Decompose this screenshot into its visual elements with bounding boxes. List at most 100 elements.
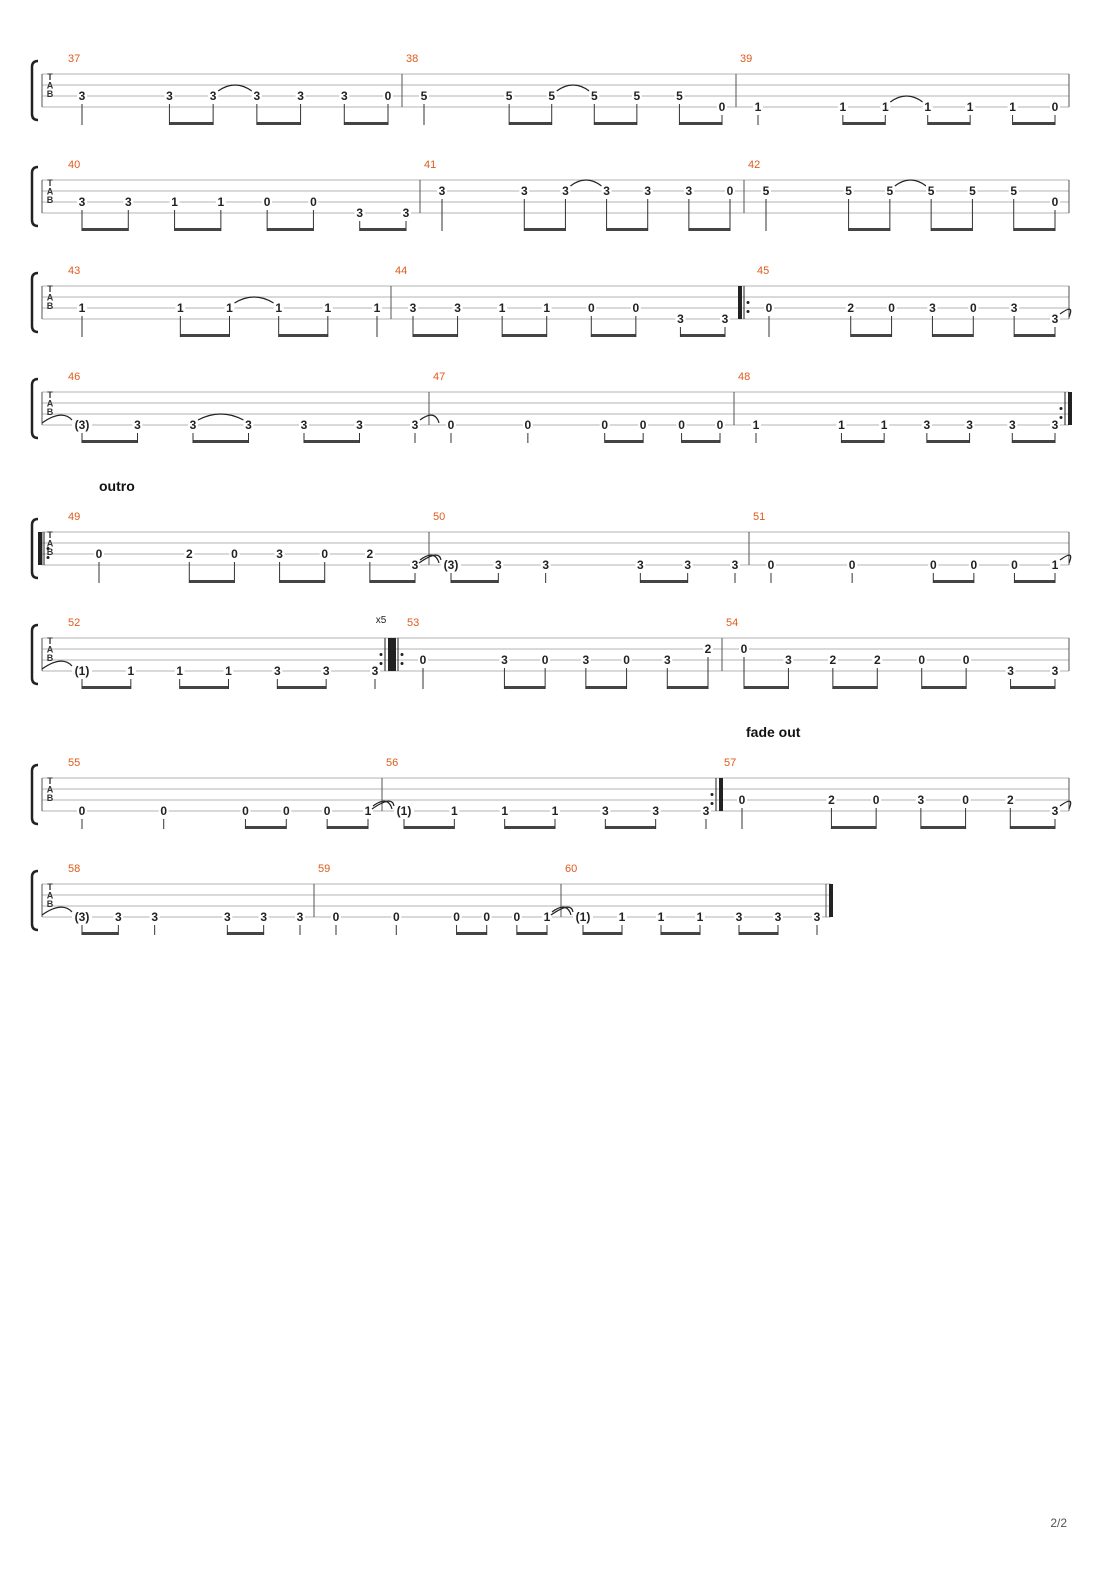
repeat-dot (379, 662, 383, 665)
beam (359, 228, 406, 231)
repeat-dot (710, 793, 714, 796)
fret-number: 3 (224, 910, 231, 924)
note-knockout (589, 90, 600, 102)
note-knockout (441, 559, 461, 571)
note-knockout (224, 302, 235, 314)
fret-number: 0 (514, 910, 521, 924)
beam (594, 122, 637, 125)
tab-clef-letter: T (47, 776, 53, 786)
fret-number: 0 (766, 301, 773, 315)
fret-number: 3 (686, 184, 693, 198)
fret-number: 5 (845, 184, 852, 198)
fret-number: 3 (583, 653, 590, 667)
beam (679, 122, 722, 125)
fret-number: 3 (341, 89, 348, 103)
note-knockout (1050, 665, 1060, 677)
note-knockout (94, 548, 104, 560)
tab-clef-letter: B (47, 89, 54, 99)
tie-arc (570, 179, 602, 187)
fret-number: 5 (421, 89, 428, 103)
fret-number: 5 (887, 184, 894, 198)
note-knockout (650, 805, 661, 817)
note-knockout (258, 911, 269, 923)
bar-number: 38 (406, 53, 418, 65)
note-knockout (164, 90, 175, 102)
tab-clef-letter: B (47, 547, 54, 557)
fret-number: 0 (324, 804, 331, 818)
fret-number: 0 (930, 558, 937, 572)
fret-number: 1 (226, 301, 233, 315)
bar-number: 44 (395, 265, 407, 277)
note-knockout (243, 419, 254, 431)
tie-arc (556, 84, 590, 92)
beam (606, 228, 648, 231)
fret-number: 3 (254, 89, 261, 103)
bar-number: 60 (565, 863, 577, 875)
note-knockout (766, 559, 776, 571)
tab-clef-letter: A (47, 785, 54, 795)
fret-number: 3 (918, 793, 925, 807)
note-knockout (1050, 805, 1060, 817)
beam (256, 122, 301, 125)
fret-number: 3 (115, 910, 122, 924)
note-knockout (600, 805, 611, 817)
tie-arc-in (418, 554, 442, 564)
fret-number: 3 (454, 301, 461, 315)
note-knockout (922, 101, 933, 113)
note-knockout (837, 101, 848, 113)
tab-clef-letter: B (47, 793, 54, 803)
bar-number: 59 (318, 863, 330, 875)
bar-number: 53 (407, 617, 419, 629)
note-knockout (560, 185, 571, 197)
fret-number: 1 (882, 100, 889, 114)
note-knockout (631, 90, 642, 102)
tie-arc (889, 95, 924, 103)
fret-number: 3 (151, 910, 158, 924)
note-knockout (540, 654, 551, 666)
fret-number: 0 (717, 418, 724, 432)
bar-number: 54 (726, 617, 738, 629)
fret-number: 5 (676, 89, 683, 103)
fret-number: 0 (264, 195, 271, 209)
note-knockout (916, 654, 927, 666)
system-bracket (30, 165, 39, 228)
beam (180, 334, 230, 337)
beam (661, 932, 700, 935)
fret-number: 1 (697, 910, 704, 924)
fret-number: 1 (365, 804, 372, 818)
tab-clef-letter: B (47, 195, 54, 205)
tie-arc-out (1059, 554, 1072, 564)
system-bracket (30, 517, 39, 580)
note-knockout (223, 665, 234, 677)
note-knockout (354, 419, 365, 431)
beam (82, 228, 129, 231)
beam (169, 122, 214, 125)
note-knockout (1009, 559, 1020, 571)
fret-number: 1 (967, 100, 974, 114)
tab-clef-letter: A (47, 539, 54, 549)
note-knockout (451, 911, 462, 923)
note-knockout (184, 548, 195, 560)
note-knockout (725, 185, 735, 197)
fret-number: 0 (1052, 195, 1059, 209)
fret-number: (1) (75, 664, 90, 678)
note-knockout (695, 911, 705, 923)
tab-clef-letter: T (47, 72, 53, 82)
fret-number: 0 (739, 793, 746, 807)
fret-number: 0 (385, 89, 392, 103)
fret-number: 0 (768, 558, 775, 572)
note-knockout (408, 302, 418, 314)
fret-number: 3 (652, 804, 659, 818)
note-knockout (730, 559, 740, 571)
fret-number: 1 (544, 910, 551, 924)
beam (516, 932, 547, 935)
note-knockout (169, 196, 180, 208)
note-knockout (542, 911, 552, 923)
note-knockout (295, 90, 306, 102)
note-knockout (308, 196, 319, 208)
fret-number: 2 (828, 793, 835, 807)
note-knockout (1007, 101, 1018, 113)
fret-number: 0 (633, 301, 640, 315)
fret-number: 0 (393, 910, 400, 924)
note-knockout (322, 805, 333, 817)
